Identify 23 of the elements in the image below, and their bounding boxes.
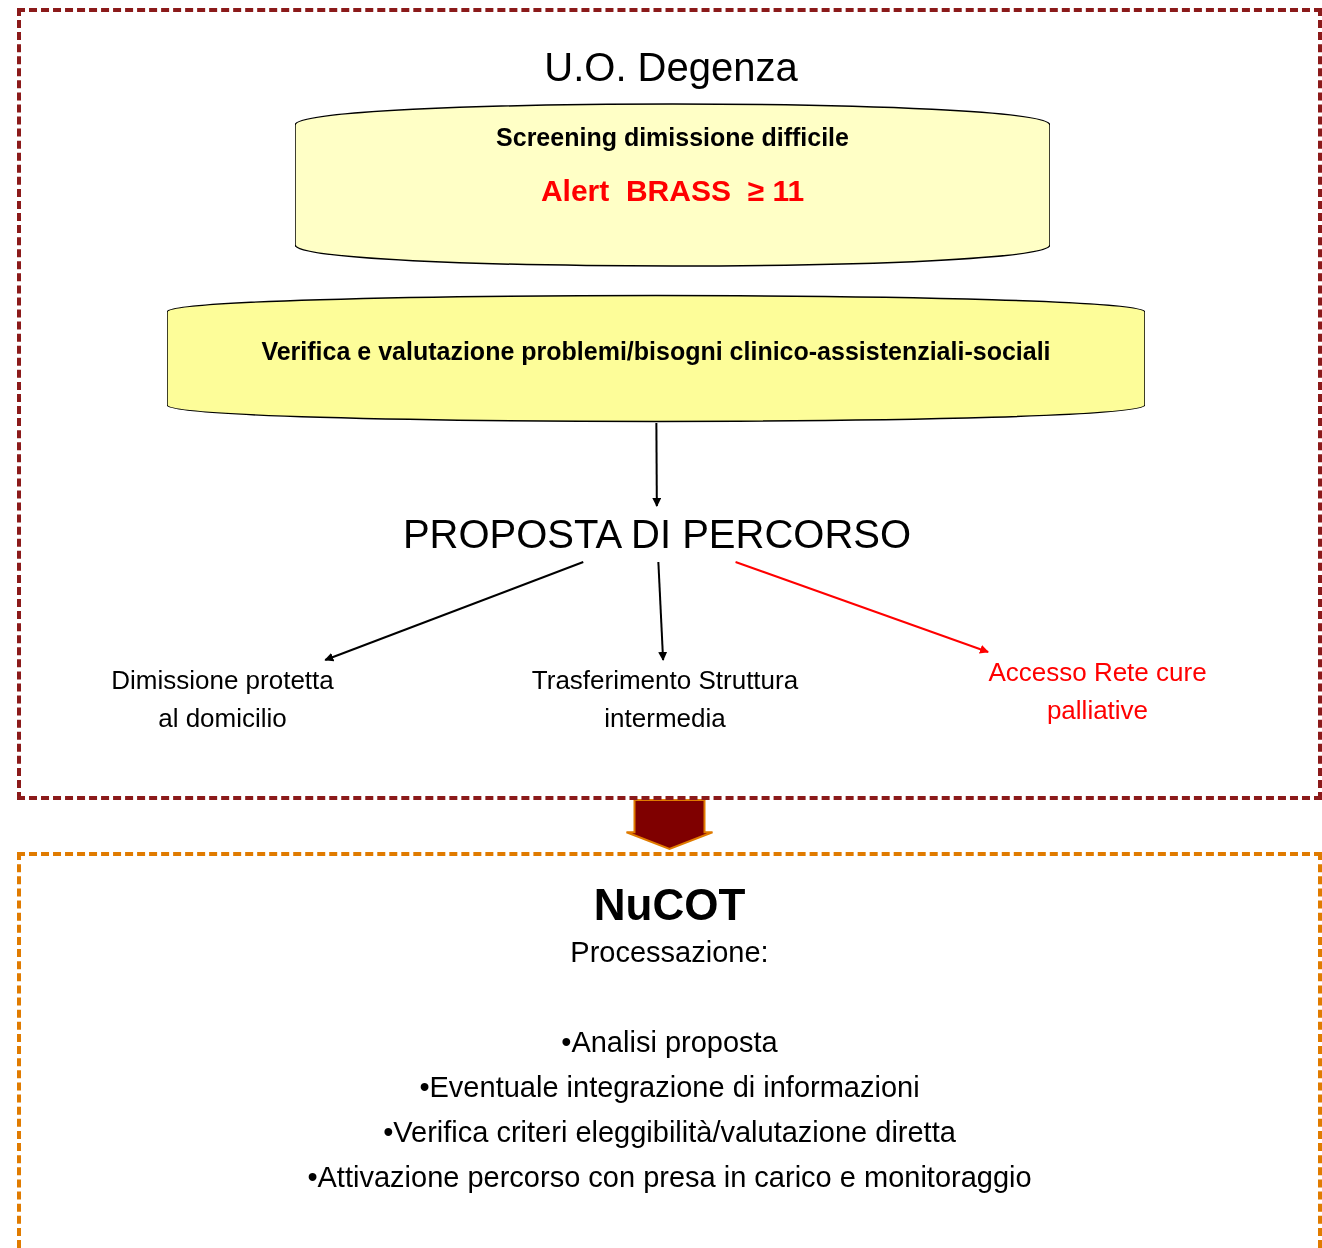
dashed-frame: [17, 852, 1322, 1248]
process-box: [167, 294, 1145, 423]
step-heading: PROPOSTA DI PERCORSO: [402, 511, 912, 558]
outcome-label: Trasferimento Struttura intermedia: [530, 664, 800, 735]
outcome-label: Accesso Rete cure palliative: [987, 656, 1208, 727]
frame-heading: U.O. Degenza: [544, 44, 798, 91]
alert-text: Alert BRASS ≥ 11: [540, 173, 805, 209]
subheading: Processazione:: [570, 935, 769, 970]
bullet-item: •Analisi proposta: [561, 1025, 778, 1060]
box-title: Screening dimissione difficile: [496, 122, 849, 153]
bullet-item: •Attivazione percorso con presa in carico e monitoraggio: [307, 1160, 1032, 1195]
bullet-item: •Verifica criteri eleggibilità/valutazione diretta: [383, 1115, 956, 1150]
arrow: [652, 422, 662, 507]
arrow: [324, 561, 585, 662]
arrow: [657, 561, 668, 661]
bullet-item: •Eventuale integrazione di informazioni: [419, 1070, 920, 1105]
block-arrow: [625, 799, 714, 851]
arrow: [734, 561, 990, 654]
frame-heading: NuCOT: [593, 879, 746, 931]
box-title: Verifica e valutazione problemi/bisogni clinico-assistenziali-sociali: [261, 335, 1051, 367]
process-box: [295, 102, 1050, 268]
dashed-frame: [17, 8, 1322, 800]
outcome-label: Dimissione protetta al domicilio: [110, 664, 335, 735]
